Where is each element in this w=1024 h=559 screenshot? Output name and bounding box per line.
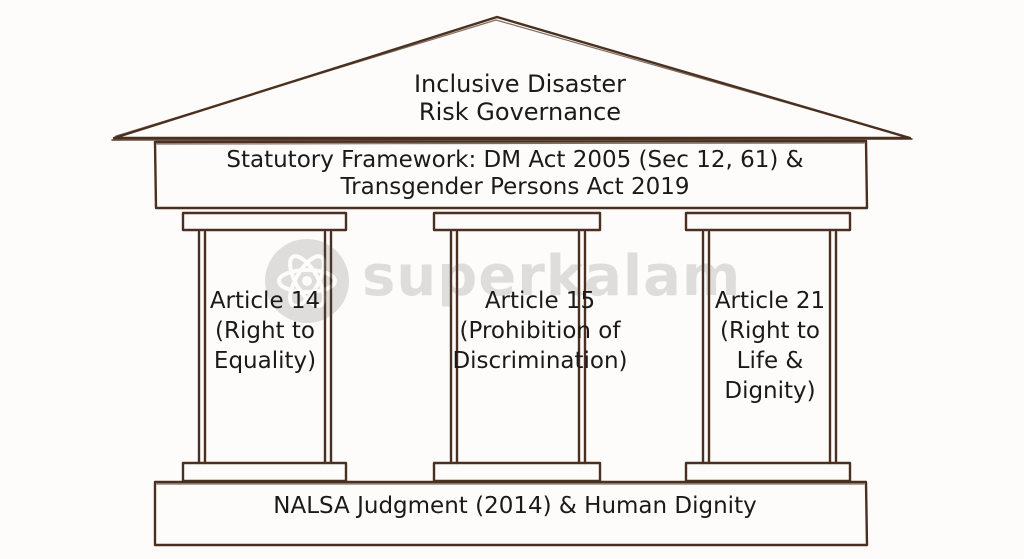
pillar-1-line-1: Article 14 xyxy=(209,288,321,314)
pillar-1-shape xyxy=(197,230,333,465)
capital-2 xyxy=(432,211,602,232)
pillar-2-label: Article 15 (Prohibition of Discriminatio… xyxy=(435,287,645,377)
frieze-shape xyxy=(153,139,869,210)
pillar-3-line-1: Article 21 xyxy=(714,288,826,314)
pillar-3-shape xyxy=(701,230,838,465)
watermark-text: superkalam xyxy=(362,244,742,309)
pillar-1-line-2: (Right to xyxy=(215,317,315,344)
roof-shape xyxy=(111,15,913,141)
frieze-label: Statutory Framework: DM Act 2005 (Sec 12… xyxy=(160,147,870,201)
atom-logo-icon xyxy=(265,239,349,323)
pillar-3-line-2: (Right to xyxy=(720,317,820,344)
pillar-2-line-1: Article 15 xyxy=(484,288,596,314)
capital-1 xyxy=(181,211,348,232)
pillar-2-shape xyxy=(449,230,587,465)
base-label: NALSA Judgment (2014) & Human Dignity xyxy=(273,493,757,519)
base-shape xyxy=(153,480,869,547)
pillar-1-label: Article 14 (Right to Equality) xyxy=(190,287,340,377)
roof-title-line-2: Risk Governance xyxy=(418,98,622,127)
pillar-1-line-3: Equality) xyxy=(213,347,317,374)
pillar-2-line-3: Discrimination) xyxy=(452,347,628,374)
pillar-3-label: Article 21 (Right to Life & Dignity) xyxy=(690,287,850,407)
watermark: superkalam xyxy=(262,236,762,326)
pillar-base-3 xyxy=(684,461,852,483)
roof-title-line-1: Inclusive Disaster xyxy=(413,70,627,98)
frieze-line-1: Statutory Framework: DM Act 2005 (Sec 12… xyxy=(226,147,804,173)
capital-3 xyxy=(684,211,852,232)
frieze-line-2: Transgender Persons Act 2019 xyxy=(340,174,690,201)
pillar-3-line-4: Dignity) xyxy=(724,377,816,404)
pillar-base-1 xyxy=(181,461,348,483)
pillar-3-line-3: Life & xyxy=(736,347,804,374)
pillar-2-line-2: (Prohibition of xyxy=(459,317,621,344)
roof-title: Inclusive Disaster Risk Governance xyxy=(340,70,700,127)
pillar-base-2 xyxy=(432,461,602,483)
